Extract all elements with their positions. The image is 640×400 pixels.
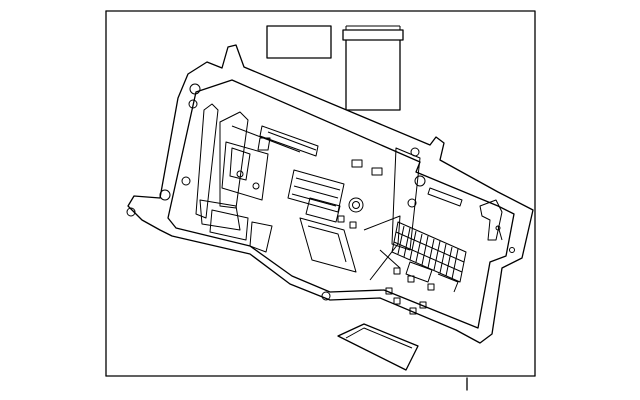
diagram-frame: [105, 10, 536, 391]
fuse-relay-box: [126, 44, 534, 344]
connector-block: [342, 25, 404, 111]
label-plate: [266, 25, 332, 59]
cover-lid: [337, 323, 419, 371]
fuse-grid: [391, 221, 467, 283]
